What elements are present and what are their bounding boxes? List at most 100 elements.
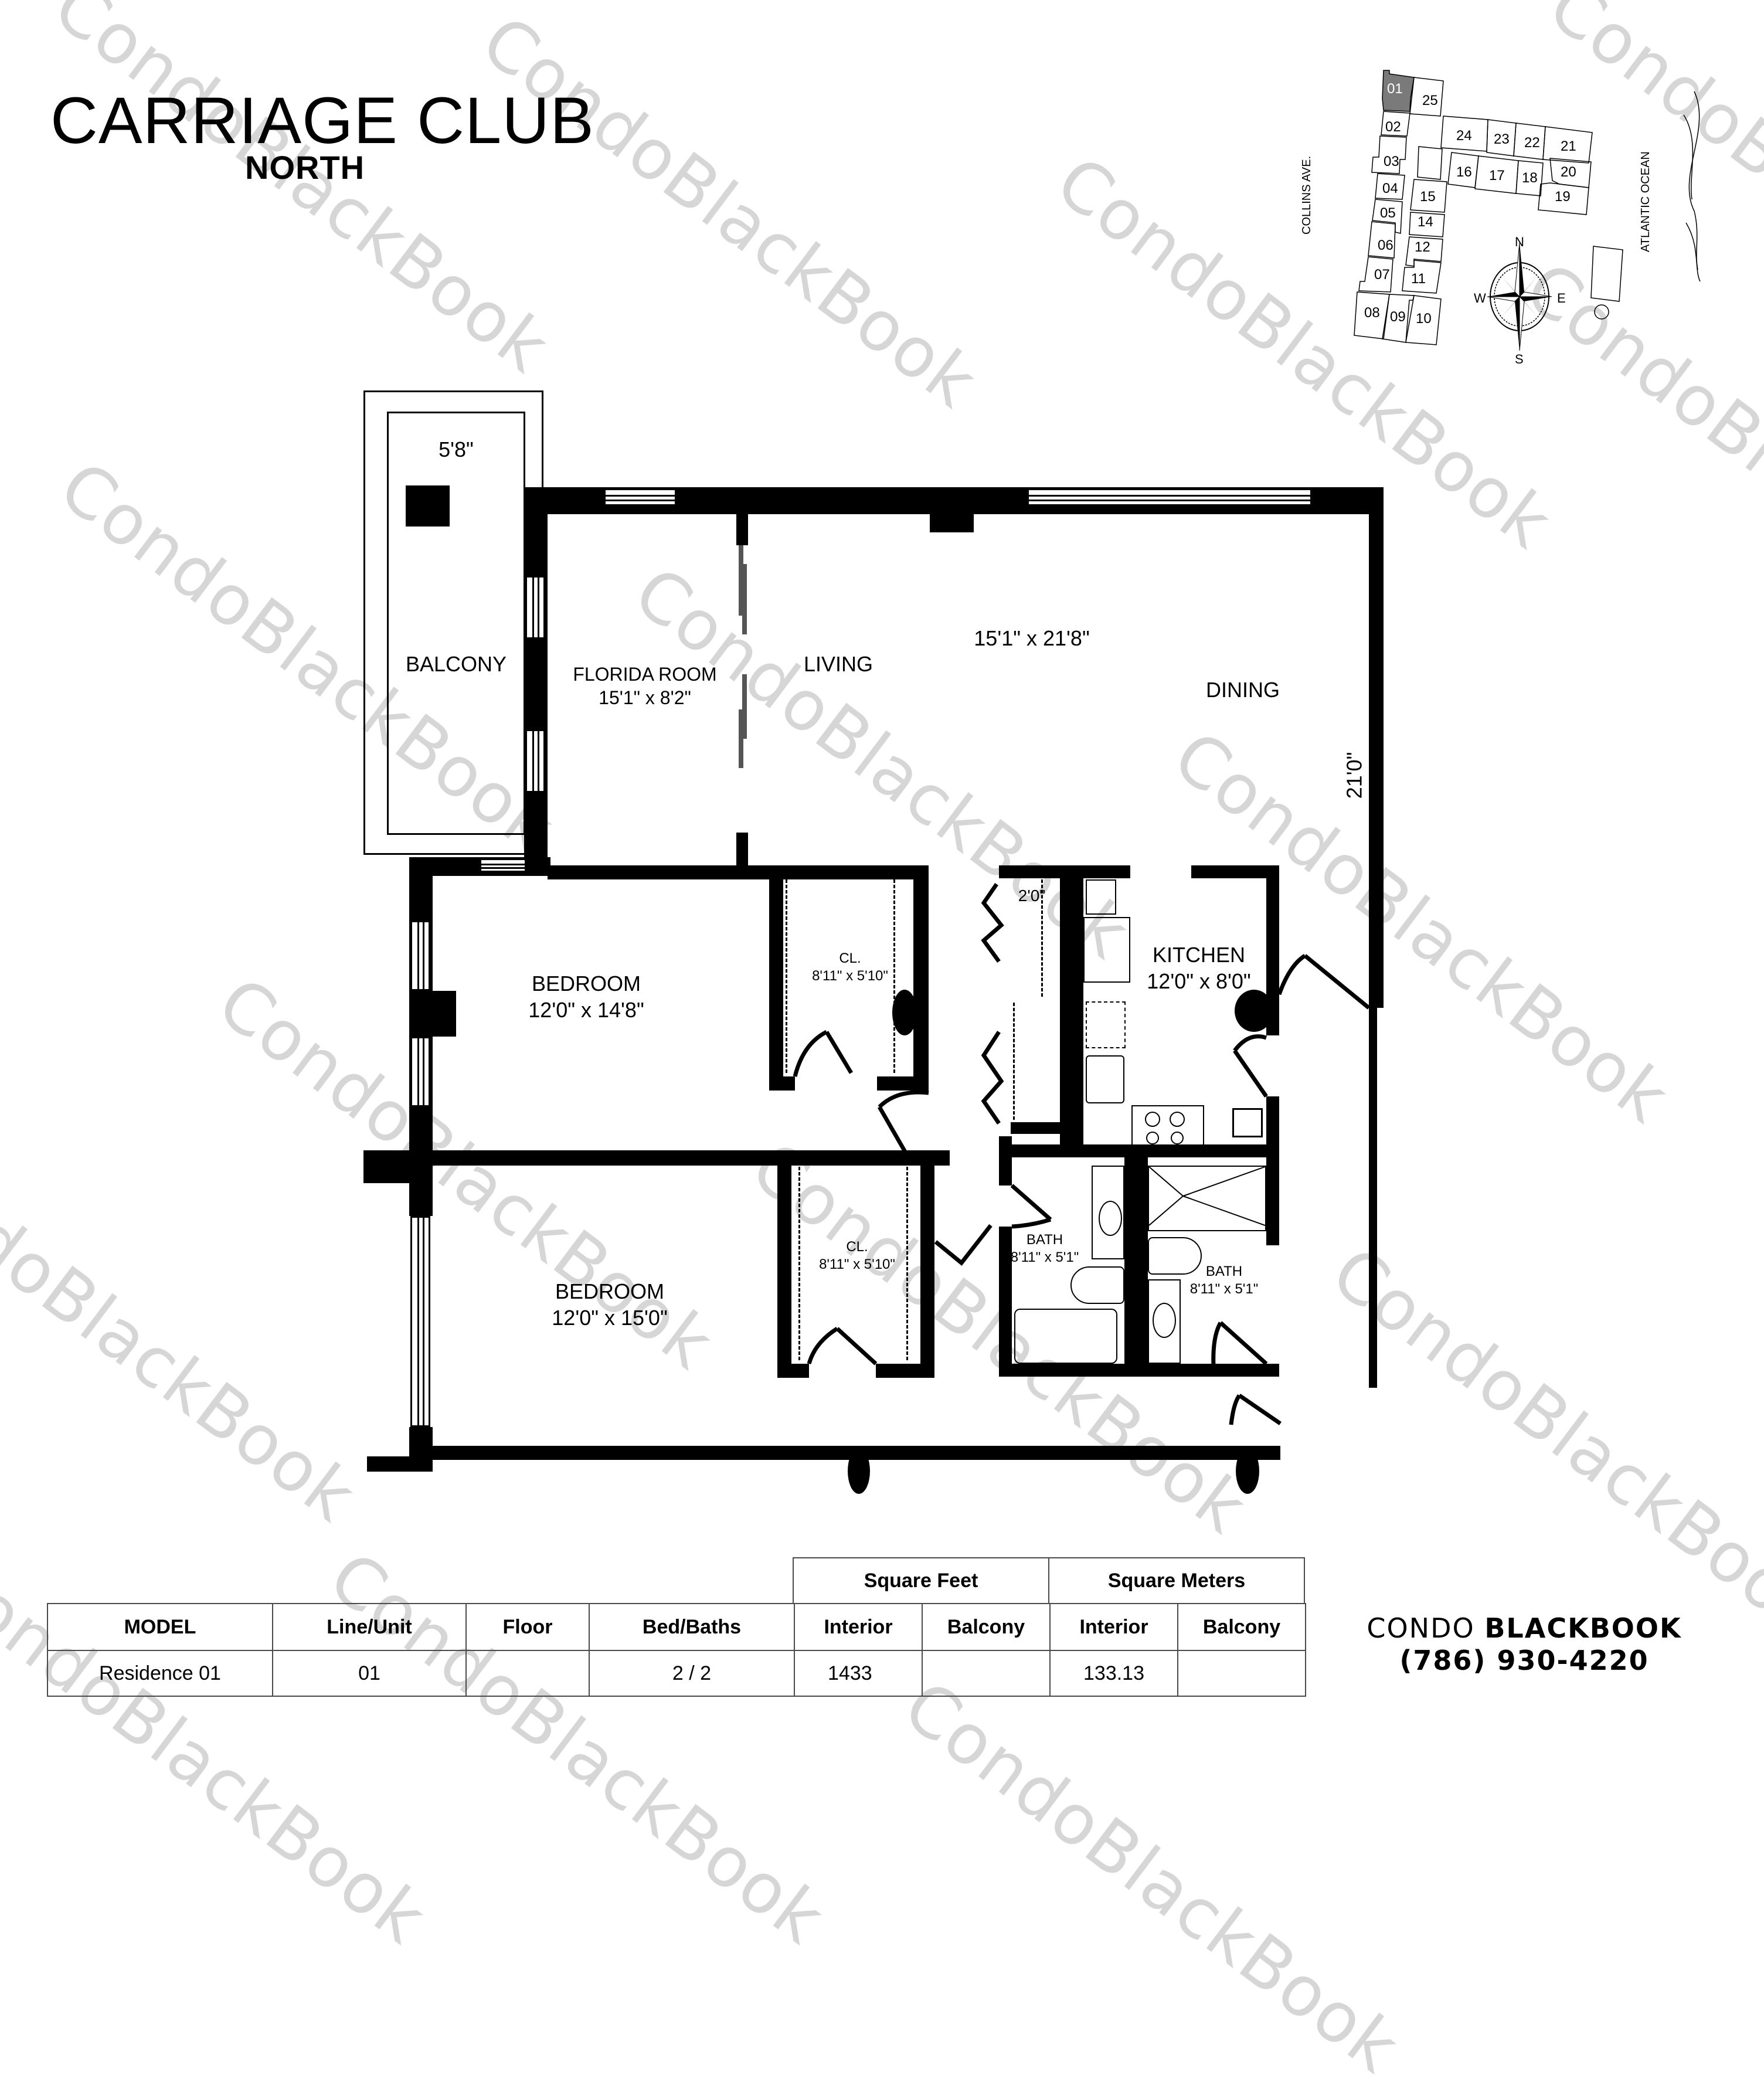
bath-party-wall (1124, 1157, 1148, 1377)
sink-icon (1086, 1055, 1124, 1103)
kitchen-dimension: 12'0" x 8'0" (1147, 969, 1251, 993)
spec-table-group-header: Square Feet Square Meters (793, 1557, 1305, 1604)
living-label: LIVING (803, 652, 873, 676)
bath-1-name: BATH (1026, 1232, 1063, 1248)
cell-line-unit: 01 (272, 1650, 467, 1697)
hall-closet-south-wall (1011, 1122, 1060, 1134)
compass-south-label: S (1515, 352, 1524, 366)
shower-drain-icon (1149, 1167, 1265, 1226)
bath-2-east-wall (1266, 1157, 1279, 1245)
key-plan-unit: 06 (1378, 237, 1393, 253)
exterior-wall-east (1369, 487, 1384, 1008)
dishwasher-icon (1086, 1001, 1126, 1048)
bath-2-dimension: 8'11" x 5'1" (1189, 1281, 1259, 1297)
cell-floor (465, 1650, 590, 1697)
column-header-sqm-balcony: Balcony (1177, 1603, 1306, 1651)
florida-room-west-wall (524, 487, 548, 872)
brand-name-bold: BLACKBOOK (1484, 1612, 1682, 1644)
kitchen-label: KITCHEN 12'0" x 8'0" (1131, 942, 1266, 994)
sliding-door-panel[interactable] (739, 709, 743, 768)
kitchen-south-wall (999, 1144, 1279, 1157)
toilet-icon (1148, 1237, 1202, 1275)
florida-room-name: FLORIDA ROOM (573, 664, 717, 685)
closet-2-west-wall (777, 1164, 791, 1378)
key-plan-unit: 04 (1382, 181, 1398, 196)
closet-2-dimension: 8'11" x 5'10" (819, 1256, 895, 1272)
window (410, 1216, 430, 1427)
key-plan-unit: 18 (1522, 170, 1538, 186)
key-plan-unit: 08 (1364, 305, 1380, 321)
key-plan-unit: 10 (1416, 311, 1432, 327)
bath-1-label: BATH 8'11" x 5'1" (1010, 1231, 1080, 1266)
key-plan-unit: 25 (1422, 93, 1438, 108)
spec-table: MODEL Line/Unit Floor Bed/Baths Interior… (47, 1603, 1306, 1697)
structural-column (1236, 1448, 1259, 1494)
kitchen-north-wall (1083, 865, 1130, 878)
kitchen-east-wall (1266, 865, 1279, 1035)
closet-rod-line (893, 879, 895, 1073)
refrigerator-icon (1086, 879, 1116, 915)
column-header-floor: Floor (465, 1603, 590, 1651)
hall-closet-dimension: 2'0" (1018, 886, 1046, 905)
florida-room-dimension: 15'1" x 8'2" (599, 687, 691, 708)
structural-column (410, 991, 456, 1037)
compass-north-label: N (1515, 235, 1524, 249)
building-subtitle: NORTH (245, 149, 365, 186)
window (525, 576, 545, 639)
key-plan-unit: 20 (1561, 164, 1576, 180)
stove-icon (1131, 1105, 1204, 1150)
kitchen-west-wall (1072, 865, 1083, 1155)
window (525, 729, 545, 793)
key-plan-unit: 15 (1420, 189, 1436, 205)
hall-closet-east-wall (1060, 865, 1072, 1155)
bath-1-dimension: 8'11" x 5'1" (1010, 1249, 1079, 1265)
table-row: Residence 01 01 2 / 2 1433 133.13 (47, 1650, 1306, 1697)
key-plan-unit: 17 (1489, 168, 1505, 184)
key-plan-unit: 24 (1456, 128, 1472, 144)
vanity (1092, 1166, 1124, 1259)
bedroom-2-dimension: 12'0" x 15'0" (552, 1306, 668, 1330)
bath-south-wall (999, 1364, 1279, 1377)
sink-icon (1099, 1201, 1122, 1236)
cell-sqm-interior: 133.13 (1049, 1650, 1178, 1697)
key-plan-unit: 19 (1555, 189, 1571, 205)
spec-table-header-row: MODEL Line/Unit Floor Bed/Baths Interior… (47, 1603, 1306, 1651)
column-header-bed-baths: Bed/Baths (589, 1603, 795, 1651)
closet-rod-line (786, 879, 787, 1073)
sliding-door-panel[interactable] (742, 674, 747, 739)
window (1027, 488, 1312, 506)
building-title: CARRIAGE CLUB (50, 84, 594, 157)
sliding-door-panel[interactable] (742, 564, 747, 634)
brand-name-light: CONDO (1367, 1612, 1475, 1644)
closet-2-south-wall (876, 1364, 934, 1378)
closet-rod-line (906, 1167, 908, 1360)
bath-2-name: BATH (1205, 1263, 1243, 1279)
kitchen-east-wall (1266, 1096, 1279, 1155)
column-header-model: MODEL (47, 1603, 273, 1651)
bedroom-1-north-wall (548, 865, 929, 879)
structural-column (848, 1448, 870, 1494)
closet-1-label: CL. 8'11" x 5'10" (793, 950, 908, 985)
bedroom-2-label: BEDROOM 12'0" x 15'0" (516, 1278, 703, 1331)
key-plan-unit-01-highlighted: 01 (1387, 81, 1403, 97)
counter (1083, 917, 1130, 983)
vanity (1148, 1279, 1181, 1364)
kitchen-north-wall (1191, 865, 1279, 878)
bath-1-west-wall (999, 1227, 1012, 1377)
site-key-plan-svg (1354, 70, 1701, 351)
pantry-icon (1232, 1108, 1263, 1137)
closet-1-east-wall (913, 865, 929, 1093)
bath-1-west-wall (999, 1157, 1012, 1186)
exterior-wall-east-lower (1369, 1008, 1377, 1388)
closet-1-south-wall (877, 1076, 929, 1091)
closet-rod-line (1041, 879, 1043, 997)
key-plan-unit: 23 (1494, 131, 1510, 147)
key-plan: 01 02 03 04 05 06 07 08 09 10 11 12 14 1… (1290, 59, 1759, 387)
key-plan-unit: 16 (1456, 164, 1472, 180)
dining-label: DINING (1206, 678, 1280, 702)
sliding-door-panel[interactable] (739, 545, 743, 616)
closet-2-name: CL. (846, 1239, 868, 1255)
brand-phone[interactable]: (786) 930-4220 (1399, 1645, 1649, 1677)
key-plan-unit: 12 (1415, 239, 1430, 255)
key-plan-unit: 02 (1385, 119, 1401, 135)
